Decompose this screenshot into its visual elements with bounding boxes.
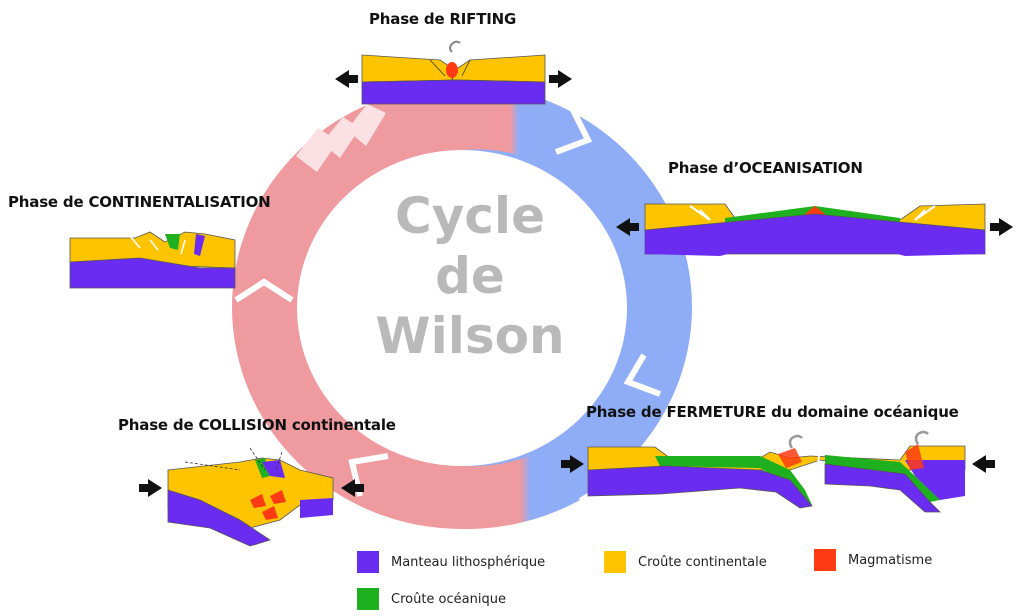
- ring-bottom-transition: [462, 448, 580, 530]
- legend-label: Croûte continentale: [638, 554, 767, 570]
- legend-item: Croûte continentale: [604, 551, 767, 573]
- arrow-left-icon: [335, 70, 358, 88]
- ring-chevron: [234, 278, 294, 303]
- legend-label: Croûte océanique: [391, 591, 506, 607]
- ring-blue-half: [462, 85, 692, 529]
- oceanisation-section: [616, 203, 1013, 256]
- legend-label: Manteau lithosphérique: [391, 554, 546, 570]
- phase-title-collision: Phase de COLLISION continentale: [118, 416, 396, 434]
- legend-swatch: [814, 549, 836, 571]
- phase-title-fermeture: Phase de FERMETURE du domaine océanique: [586, 403, 959, 421]
- arrow-right-icon: [990, 218, 1013, 236]
- fermeture-section: [561, 430, 995, 513]
- arrow-right-icon: [561, 455, 584, 473]
- phase-title-continentalisation: Phase de CONTINENTALISATION: [8, 193, 271, 211]
- arrow-left-icon: [972, 455, 995, 473]
- legend-swatch: [357, 588, 379, 610]
- ring-chevron: [554, 106, 593, 155]
- cycle-title-line: Wilson: [375, 307, 565, 365]
- legend-item: Manteau lithosphérique: [357, 551, 545, 573]
- legend-item: Magmatisme: [814, 549, 932, 571]
- phase-title-oceanisation: Phase d’OCEANISATION: [668, 159, 863, 177]
- phase-title-rifting: Phase de RIFTING: [369, 10, 517, 28]
- arrow-right-icon: [549, 70, 572, 88]
- ring-stripes: [296, 104, 386, 172]
- rifting-section: [335, 40, 572, 105]
- cycle-title-line: Cycle: [395, 187, 545, 245]
- collision-section: [139, 447, 364, 547]
- legend-swatch: [357, 551, 379, 573]
- legend-swatch: [604, 551, 626, 573]
- arrow-left-icon: [341, 479, 364, 497]
- arrow-left-icon: [616, 218, 639, 236]
- cycle-title-line: de: [435, 247, 505, 305]
- ring-chevron: [623, 353, 662, 397]
- legend-item: Croûte océanique: [357, 588, 506, 610]
- continentalisation-section: [69, 231, 236, 289]
- arrow-right-icon: [139, 479, 162, 497]
- cycle-title: Cycle de Wilson: [340, 186, 600, 366]
- ring-pink-half: [232, 85, 462, 529]
- legend-label: Magmatisme: [848, 552, 933, 568]
